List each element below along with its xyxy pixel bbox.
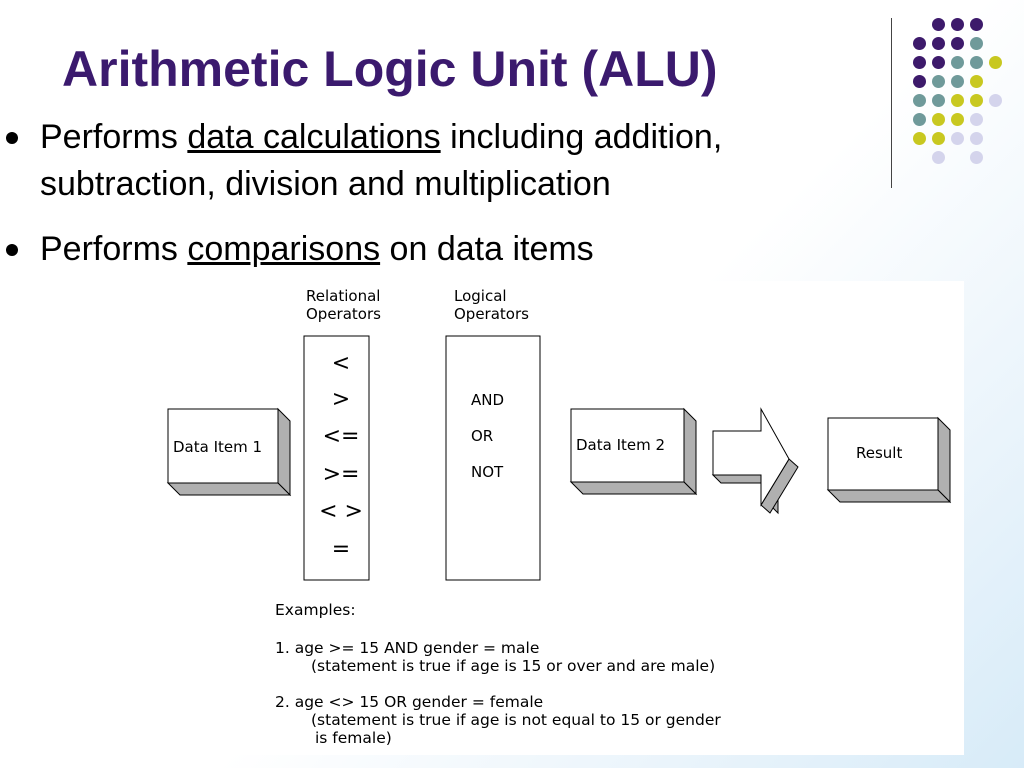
data-item-2-label: Data Item 2: [576, 436, 666, 454]
operator-or: OR: [471, 427, 494, 445]
decor-dot: [970, 113, 983, 126]
bullet-2: Performs comparisons on data items: [6, 229, 886, 273]
example-2: 2. age <> 15 OR gender = female: [275, 693, 544, 711]
decor-dot: [970, 18, 983, 31]
bullet-1-line-1: Performs data calculations including add…: [40, 118, 723, 156]
underlined-term: data calculations: [187, 118, 441, 156]
decor-dot: [970, 56, 983, 69]
decor-dot: [932, 151, 945, 164]
decor-dot: [970, 132, 983, 145]
decor-dot: [932, 56, 945, 69]
decor-dot: [913, 75, 926, 88]
bullet-1: Performs data calculations including add…: [6, 117, 886, 207]
data-item-1-label: Data Item 1: [173, 438, 263, 456]
decor-dot: [913, 113, 926, 126]
decor-dot: [932, 132, 945, 145]
decor-dot: [951, 56, 964, 69]
result-box: [826, 416, 952, 504]
bullet-dot-icon: [6, 132, 18, 144]
decor-dot: [913, 94, 926, 107]
operator-equal: =: [331, 537, 351, 562]
operator-less-than: <: [331, 351, 351, 376]
decor-dot: [951, 75, 964, 88]
bullet-dot-icon: [6, 244, 18, 256]
logical-ops-box: [445, 335, 541, 581]
logical-header: Logical Operators: [454, 287, 529, 323]
decor-dot: [951, 113, 964, 126]
bullet-1-line-2: subtraction, division and multiplication: [40, 165, 611, 203]
operator-not: NOT: [471, 463, 504, 481]
decor-dot: [913, 132, 926, 145]
example-2-note-cont: is female): [315, 729, 392, 747]
decor-dot: [932, 37, 945, 50]
examples-heading: Examples:: [275, 601, 356, 619]
operator-less-or-equal: <=: [322, 424, 360, 449]
decor-dot: [951, 94, 964, 107]
underlined-term: comparisons: [187, 230, 381, 268]
operator-greater-or-equal: >=: [322, 462, 360, 487]
example-1: 1. age >= 15 AND gender = male: [275, 639, 540, 657]
decor-dot: [970, 75, 983, 88]
decor-dot: [970, 151, 983, 164]
arrow-right-icon: [711, 407, 799, 515]
data-item-1-box: [166, 407, 292, 497]
decor-dot: [932, 75, 945, 88]
diagram-shapes: [166, 335, 952, 581]
decor-divider: [891, 18, 892, 188]
decor-dot: [951, 132, 964, 145]
result-label: Result: [856, 444, 903, 462]
decor-dot: [989, 94, 1002, 107]
operator-not-equal: < >: [319, 499, 363, 524]
decor-dot: [970, 94, 983, 107]
decor-dot: [951, 37, 964, 50]
relational-ops-box: [303, 335, 370, 581]
example-2-note: (statement is true if age is not equal t…: [311, 711, 721, 729]
decor-dot: [932, 18, 945, 31]
decor-dot: [913, 56, 926, 69]
decor-dot: [989, 56, 1002, 69]
slide-title: Arithmetic Logic Unit (ALU): [62, 41, 718, 97]
example-1-note: (statement is true if age is 15 or over …: [311, 657, 716, 675]
decor-dot: [913, 37, 926, 50]
data-item-2-box: [569, 407, 698, 496]
decor-dot: [932, 94, 945, 107]
relational-header: Relational Operators: [306, 287, 381, 323]
alu-diagram: Relational Operators Logical Operators <…: [158, 281, 964, 755]
operator-greater-than: >: [331, 387, 351, 412]
decor-dot: [951, 18, 964, 31]
decor-dot: [970, 37, 983, 50]
decor-dot: [932, 113, 945, 126]
bullet-2-line-1: Performs comparisons on data items: [40, 230, 594, 268]
operator-and: AND: [471, 391, 505, 409]
